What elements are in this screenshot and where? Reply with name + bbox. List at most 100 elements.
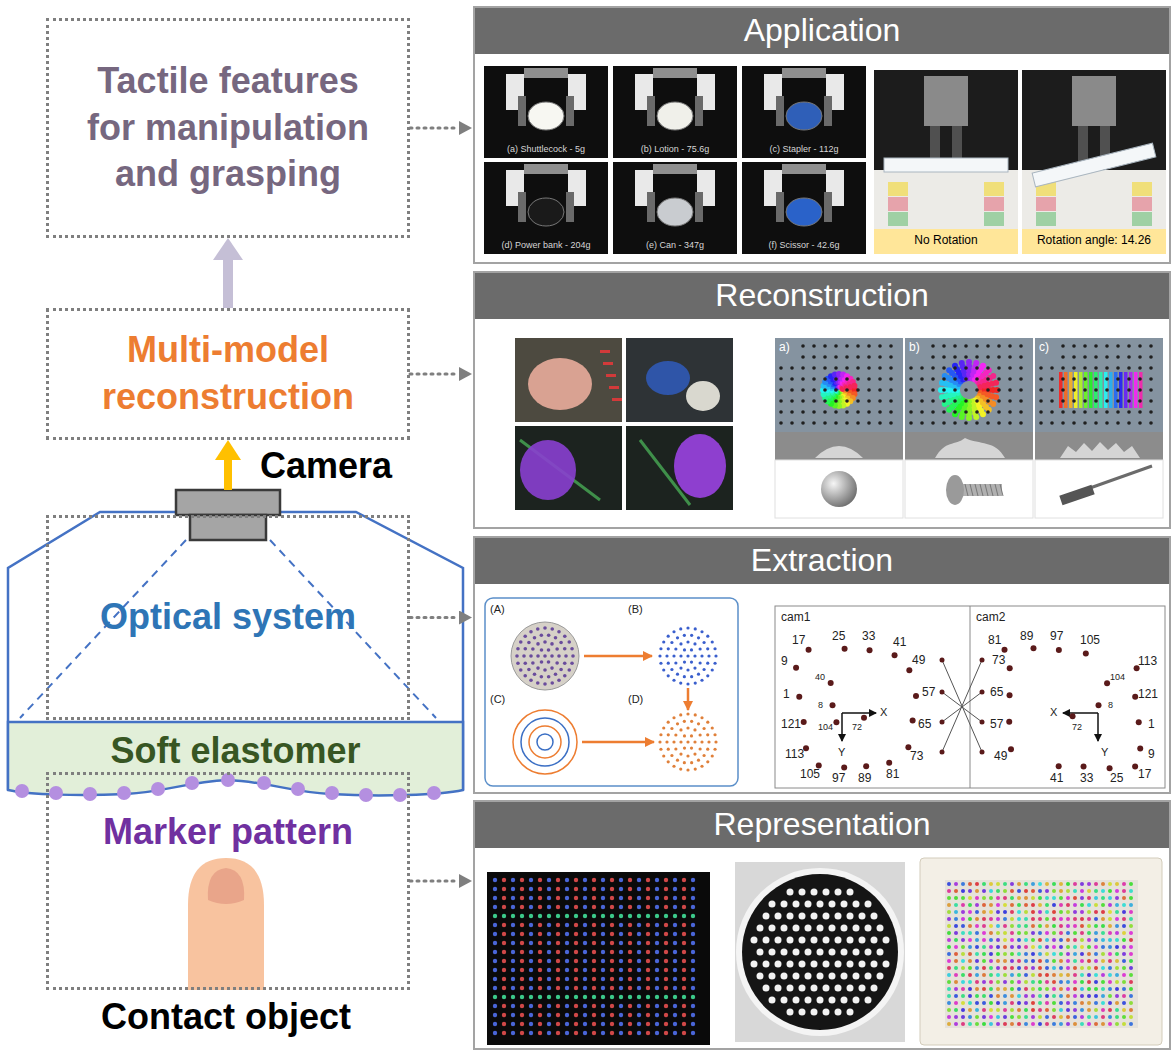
- marker-dot: [1108, 987, 1112, 991]
- marker-dot: [529, 941, 533, 945]
- marker-dot: [619, 941, 623, 945]
- marker-dot: [686, 726, 689, 729]
- marker-dot: [1115, 910, 1119, 914]
- marker-dot: [909, 388, 913, 392]
- gripper-finger: [518, 192, 526, 222]
- marker-dot: [1087, 910, 1091, 914]
- marker-dot: [968, 896, 972, 900]
- marker-dot: [1080, 1015, 1084, 1019]
- marker-dot: [1101, 966, 1105, 970]
- marker-dot: [1127, 377, 1131, 381]
- marker-dot: [516, 661, 520, 665]
- marker-dot: [583, 977, 587, 981]
- marker-dot: [673, 977, 677, 981]
- marker-dot: [877, 973, 884, 980]
- marker-dot: [1073, 938, 1077, 942]
- node-label: Marker pattern: [103, 809, 353, 856]
- marker-dot: [1108, 973, 1112, 977]
- marker-dot: [637, 1031, 641, 1035]
- marker-dot: [982, 1022, 986, 1026]
- marker-dot: [1115, 945, 1119, 949]
- marker-dot: [775, 937, 782, 944]
- marker-dot: [997, 410, 1001, 414]
- marker-dot: [1059, 980, 1063, 984]
- flow-stripe: [1134, 372, 1138, 408]
- marker-dot: [502, 959, 506, 963]
- marker-dot: [867, 388, 871, 392]
- marker-dot: [655, 1004, 659, 1008]
- marker-dot: [646, 941, 650, 945]
- marker-dot: [563, 634, 567, 638]
- marker-dot: [672, 630, 675, 633]
- marker-dot: [511, 932, 515, 936]
- marker-dot: [1094, 388, 1098, 392]
- marker-dot: [646, 1031, 650, 1035]
- marker-dot: [968, 1008, 972, 1012]
- marker-dot: [1115, 903, 1119, 907]
- marker-dot: [1083, 344, 1087, 348]
- marker-dot: [655, 1013, 659, 1017]
- marker-dot: [1059, 931, 1063, 935]
- marker-dot: [1045, 966, 1049, 970]
- marker-dot: [1073, 924, 1077, 928]
- marker-dot: [859, 913, 866, 920]
- marker-dot: [909, 421, 913, 425]
- marker-dot: [975, 366, 979, 370]
- sphere-object: [821, 471, 857, 507]
- marker-dot: [1038, 973, 1042, 977]
- marker-dot: [699, 647, 702, 650]
- marker-dot: [947, 896, 951, 900]
- block: [888, 197, 908, 211]
- marker-dot: [1003, 917, 1007, 921]
- marker-dot: [853, 973, 860, 980]
- panel-header: Application: [475, 8, 1169, 54]
- marker-dot: [1105, 344, 1109, 348]
- marker-dot: [1122, 1022, 1126, 1026]
- marker-dot: [834, 388, 838, 392]
- marker-dot: [610, 959, 614, 963]
- lens-glow: [736, 868, 904, 1036]
- marker-dot: [1101, 994, 1105, 998]
- marker-dot: [583, 932, 587, 936]
- marker-dot: [502, 950, 506, 954]
- marker-dot: [878, 366, 882, 370]
- marker-dot: [547, 950, 551, 954]
- match-point: [980, 720, 985, 725]
- marker-dot: [790, 388, 794, 392]
- marker-dot: [529, 959, 533, 963]
- marker-dot: [1108, 903, 1112, 907]
- finger-symbol: Contact object: [184, 858, 268, 990]
- marker-dot: [682, 1022, 686, 1026]
- marker-dot: [1052, 945, 1056, 949]
- match-point: [940, 750, 945, 755]
- marker-dot: [1149, 388, 1153, 392]
- axis-arrow: [842, 712, 876, 714]
- marker-dot: [574, 923, 578, 927]
- marker-dot: [1050, 366, 1054, 370]
- gripper-edge: [520, 440, 690, 505]
- marker-dot: [829, 901, 836, 908]
- marker-dot: [673, 932, 677, 936]
- marker-dot: [658, 740, 661, 743]
- marker-dot: [1050, 410, 1054, 414]
- marker-dot: [601, 878, 605, 882]
- marker-dot: [565, 968, 569, 972]
- marker-dot: [961, 980, 965, 984]
- marker-dot: [583, 1022, 587, 1026]
- marker-point: [861, 715, 867, 721]
- marker-dot: [686, 682, 689, 685]
- marker-dot: [601, 995, 605, 999]
- marker-dot: [1101, 952, 1105, 956]
- uv-blob: [674, 434, 726, 498]
- grasp-photo: [613, 162, 737, 254]
- marker-dot: [811, 937, 818, 944]
- marker-dot: [996, 1015, 1000, 1019]
- flow-blob: [980, 363, 986, 369]
- marker-dot: [601, 959, 605, 963]
- fitted-ring: [537, 734, 553, 750]
- marker-dot: [801, 410, 805, 414]
- dotted-box: Marker pattern: [46, 772, 410, 990]
- marker-dot: [637, 923, 641, 927]
- marker-dot: [834, 399, 838, 403]
- marker-dot: [673, 941, 677, 945]
